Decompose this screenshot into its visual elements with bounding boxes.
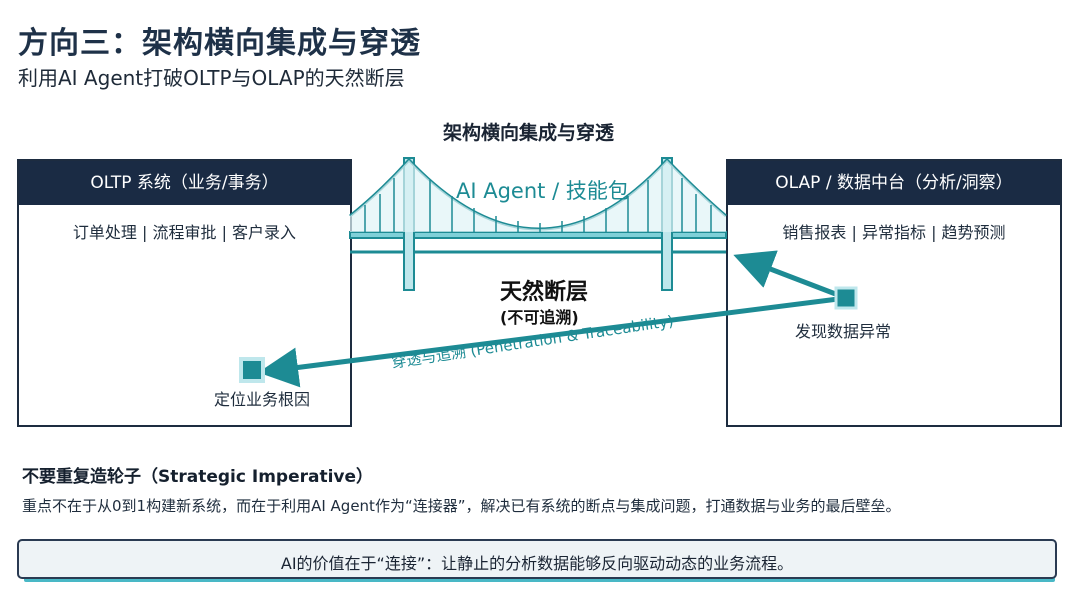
bridge-graphic <box>349 157 727 291</box>
callout-text: AI的价值在于“连接”：让静止的分析数据能够反向驱动动态的业务流程。 <box>280 554 794 573</box>
root-cause-label: 定位业务根因 <box>214 390 311 409</box>
olap-box: OLAP / 数据中台（分析/洞察） 销售报表 | 异常指标 | 趋势预测 <box>726 159 1062 427</box>
olap-anomaly-node <box>834 286 858 310</box>
olap-heading: OLAP / 数据中台（分析/洞察） <box>728 161 1060 205</box>
bridge-title: 架构横向集成与穿透 <box>443 122 615 144</box>
page-title: 方向三：架构横向集成与穿透 <box>18 26 421 61</box>
callout-accent-bar <box>24 577 1055 582</box>
traceability-arrow <box>258 295 847 388</box>
rift-label: 天然断层 <box>500 280 589 305</box>
arrow-to-olap <box>733 250 847 301</box>
page-subtitle: 利用AI Agent打破OLTP与OLAP的天然断层 <box>18 66 405 90</box>
bridge-fill <box>350 160 726 232</box>
imperative-body: 重点不在于从0到1构建新系统，而在于利用AI Agent作为“连接器”，解决已有… <box>22 497 901 515</box>
bridge-hangers <box>364 178 712 232</box>
oltp-items: 订单处理 | 流程审批 | 客户录入 <box>72 223 297 242</box>
callout-box: AI的价值在于“连接”：让静止的分析数据能够反向驱动动态的业务流程。 <box>17 539 1057 579</box>
anomaly-label: 发现数据异常 <box>795 322 892 341</box>
rift-sublabel: (不可追溯) <box>500 308 579 327</box>
bridge-main-cable <box>349 157 727 231</box>
oltp-root-cause-node <box>239 357 265 383</box>
oltp-heading: OLTP 系统（业务/事务） <box>19 161 350 205</box>
olap-items: 销售报表 | 异常指标 | 趋势预测 <box>782 223 1006 242</box>
bridge-label: AI Agent / 技能包 <box>456 179 629 203</box>
imperative-title: 不要重复造轮子（Strategic Imperative） <box>22 467 374 487</box>
